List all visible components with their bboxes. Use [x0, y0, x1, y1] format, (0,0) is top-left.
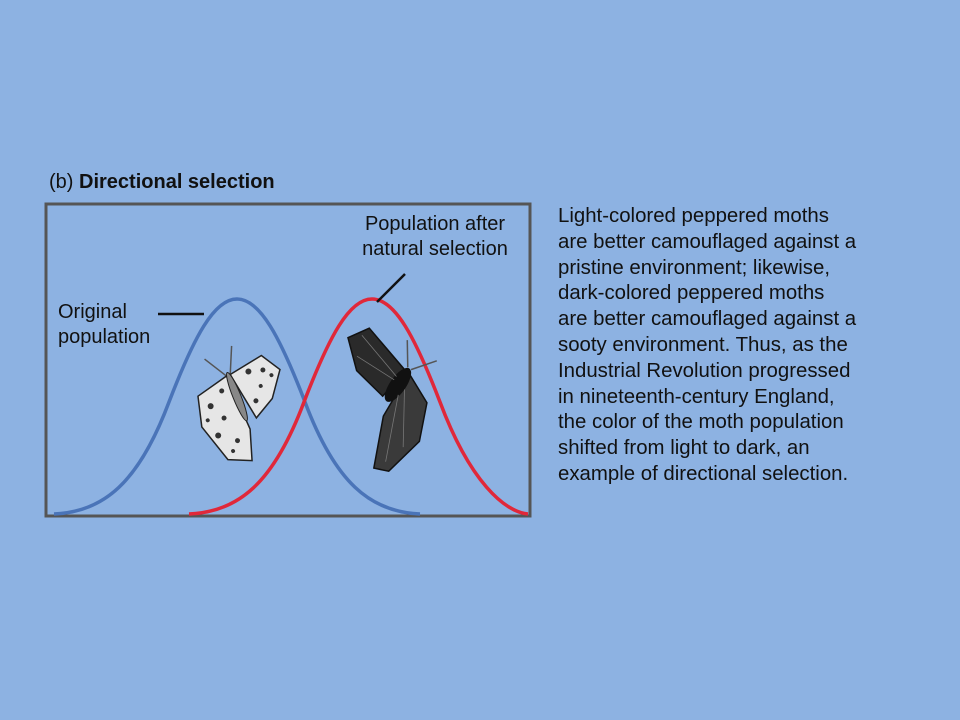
original-label-line-1: Original [58, 301, 127, 323]
selection-diagram: Original population Population after nat… [44, 202, 532, 518]
caption-line: are better camouflaged against a [558, 308, 857, 331]
caption-line: example of directional selection. [558, 462, 849, 485]
caption-line: Industrial Revolution progressed [558, 359, 851, 382]
caption-line: Light-colored peppered moths [558, 205, 829, 227]
caption-line: shifted from light to dark, an [558, 437, 810, 460]
caption-line: pristine environment; likewise, [558, 256, 830, 279]
light-moth-icon [197, 345, 281, 462]
caption-line: in nineteenth-century England, [558, 385, 835, 408]
after-selection-curve [188, 297, 529, 516]
caption-text: Light-colored peppered moths are better … [558, 204, 938, 488]
caption-line: are better camouflaged against a [558, 230, 857, 253]
after-label-line-1: Population after [364, 213, 506, 235]
caption-line: sooty environment. Thus, as the [558, 333, 848, 356]
after-label-line-2: natural selection [362, 238, 508, 260]
after-label-leader [376, 273, 406, 303]
caption-line: the color of the moth population [558, 411, 844, 434]
original-population-label: Original population [58, 300, 168, 350]
after-selection-label: Population after natural selection [345, 212, 525, 262]
original-population-curve [53, 297, 421, 516]
original-label-line-2: population [58, 326, 151, 348]
figure-title: (b) Directional selection [49, 171, 275, 194]
diagram-frame [44, 202, 532, 518]
figure-title-text: Directional selection [79, 171, 275, 193]
diagram-canvas [44, 202, 532, 518]
caption-line: dark-colored peppered moths [558, 282, 825, 305]
figure-title-prefix: (b) [49, 171, 74, 193]
dark-moth-icon [347, 327, 438, 473]
